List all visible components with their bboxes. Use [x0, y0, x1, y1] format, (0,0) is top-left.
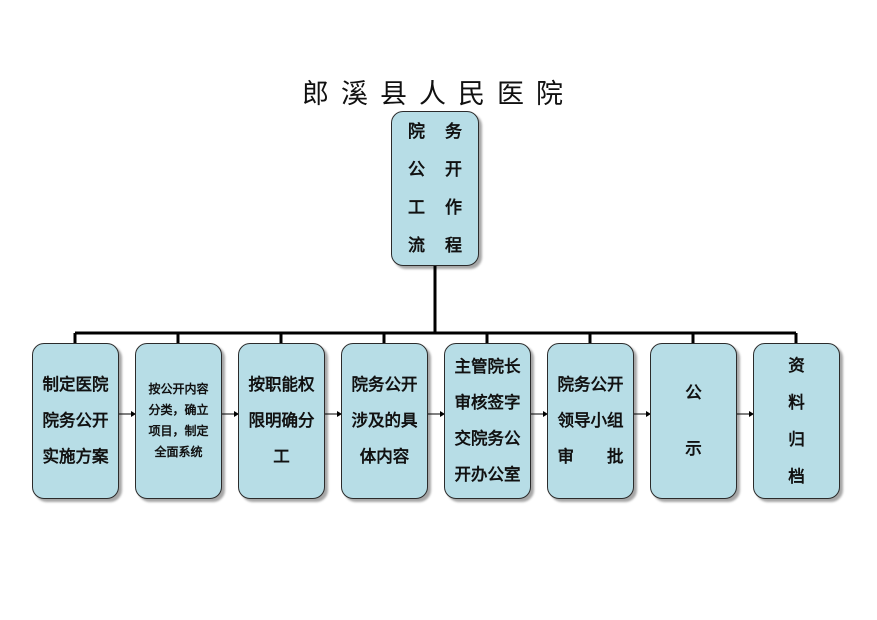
step-3-box: 按职能权 限明确分 工	[238, 343, 325, 499]
box-line: 体内容	[359, 447, 410, 466]
box-line: 示	[685, 439, 702, 458]
box-line: 审核签字	[454, 393, 521, 412]
box-line: 实施方案	[42, 447, 109, 466]
box-line: 主管院长	[454, 357, 521, 376]
box-line: 领导小组	[557, 411, 624, 430]
box-line: 料	[788, 393, 805, 412]
step-1-box: 制定医院 院务公开 实施方案	[32, 343, 119, 499]
workflow-title-box: 院务 公开 工作 流程	[391, 111, 479, 266]
box-line: 流程	[408, 235, 482, 256]
box-line: 工作	[408, 197, 482, 218]
box-line: 交院务公	[454, 429, 521, 448]
step-5-box: 主管院长 审核签字 交院务公 开办公室	[444, 343, 531, 499]
step-8-box: 资 料 归 档	[753, 343, 840, 499]
box-line: 按职能权	[248, 375, 315, 394]
box-line: 制定医院	[42, 375, 109, 394]
box-line: 限明确分	[248, 411, 315, 430]
box-line: 资	[788, 356, 805, 375]
flow-arrow	[531, 411, 548, 417]
box-line: 审 批	[557, 447, 624, 466]
box-line: 按公开内容	[148, 382, 209, 396]
box-line: 院务	[408, 121, 482, 142]
box-line: 全面系统	[154, 445, 203, 459]
flow-arrow	[737, 411, 754, 417]
box-line: 院务公开	[42, 411, 109, 430]
flow-arrow	[325, 411, 342, 417]
box-line: 公开	[408, 159, 482, 180]
box-line: 工	[273, 447, 290, 466]
box-line: 院务公开	[351, 375, 418, 394]
box-line: 归	[788, 430, 805, 449]
page-title: 郎溪县人民医院	[302, 79, 575, 110]
flow-arrow	[119, 411, 136, 417]
box-line: 涉及的具	[351, 411, 418, 430]
box-line: 开办公室	[454, 465, 521, 484]
box-line: 分类，确立	[148, 403, 209, 417]
step-4-box: 院务公开 涉及的具 体内容	[341, 343, 428, 499]
box-line: 项目，制定	[148, 424, 209, 438]
step-7-box: 公 示	[650, 343, 737, 499]
flow-arrow	[222, 411, 239, 417]
flow-arrow	[428, 411, 445, 417]
flow-arrow	[634, 411, 651, 417]
box-line: 档	[788, 467, 805, 486]
step-6-box: 院务公开 领导小组 审 批	[547, 343, 634, 499]
box-line: 院务公开	[557, 375, 624, 394]
step-2-box: 按公开内容 分类，确立 项目，制定 全面系统	[135, 343, 222, 499]
box-line: 公	[685, 383, 702, 402]
